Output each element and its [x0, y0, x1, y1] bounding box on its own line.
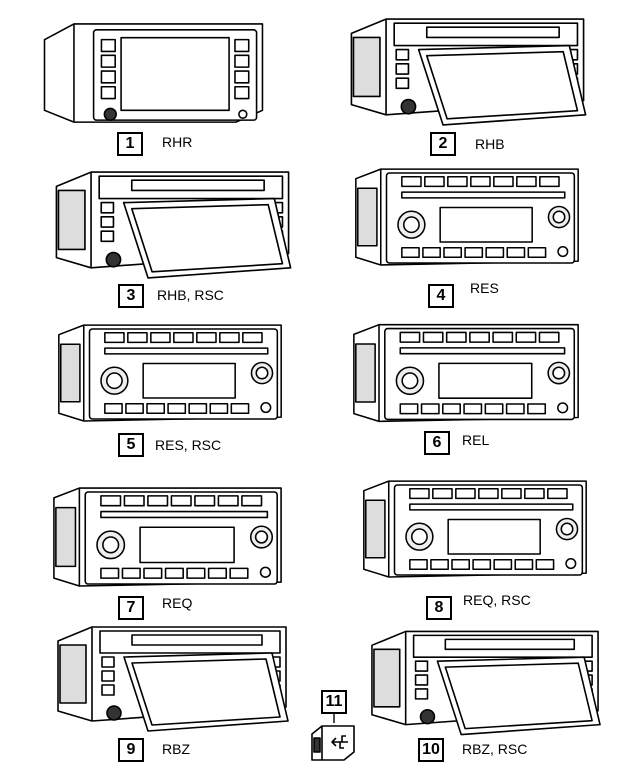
part-number: 2 — [430, 132, 456, 156]
radio-rbz-rsc-illustration — [366, 626, 604, 738]
part-label: RES, RSC — [155, 437, 222, 453]
radio-rhb-illustration — [345, 15, 590, 127]
part-label: RHR — [162, 134, 193, 150]
part-label: REQ — [162, 595, 193, 611]
part-number: 9 — [118, 738, 144, 762]
part-number: 8 — [426, 596, 452, 620]
part-number: 4 — [428, 284, 454, 308]
part-label: RES — [470, 280, 499, 296]
part-number: 11 — [321, 690, 347, 714]
usb-port-illustration — [308, 722, 358, 762]
radio-rbz-illustration — [52, 622, 292, 734]
part-number: 6 — [424, 431, 450, 455]
part-label: RBZ, RSC — [462, 741, 528, 757]
leader-line — [333, 713, 335, 723]
part-label: REQ, RSC — [463, 592, 531, 608]
part-number: 10 — [418, 738, 444, 762]
radio-res-illustration — [352, 162, 582, 274]
part-label: REL — [462, 432, 490, 448]
radio-rhr-illustration — [30, 20, 275, 128]
part-label: RHB, RSC — [157, 287, 224, 303]
part-number: 5 — [118, 433, 144, 457]
radio-req-illustration — [50, 482, 285, 594]
part-label: RBZ — [162, 741, 190, 757]
radio-rel-illustration — [350, 318, 582, 430]
radio-rhb-rsc-illustration — [50, 168, 295, 280]
part-number: 7 — [118, 596, 144, 620]
part-label: RHB — [475, 136, 505, 152]
part-number: 3 — [118, 284, 144, 308]
part-number: 1 — [117, 132, 143, 156]
radio-res-rsc-illustration — [55, 318, 285, 430]
radio-req-rsc-illustration — [360, 474, 590, 586]
